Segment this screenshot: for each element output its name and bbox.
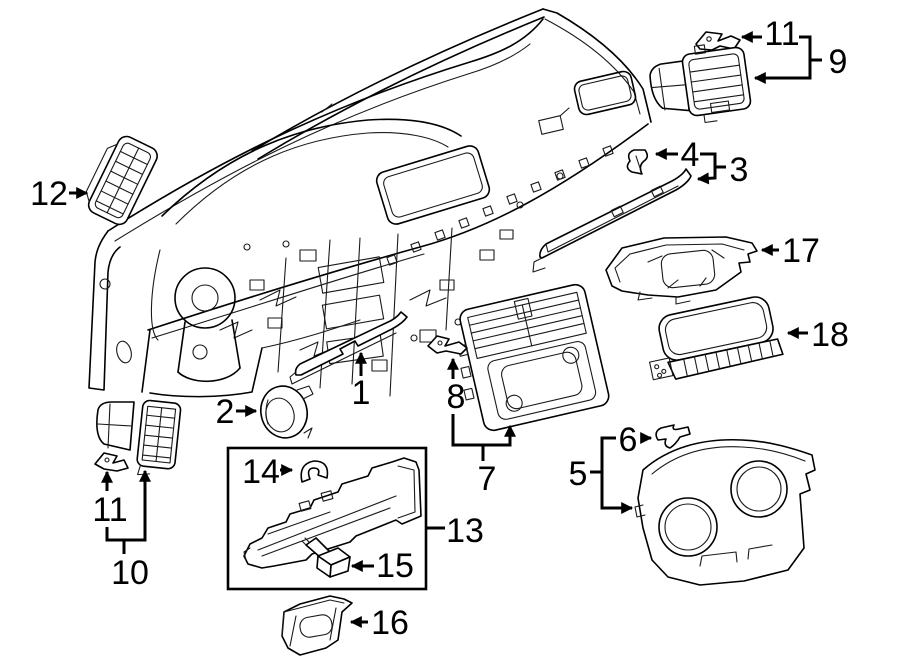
callout-5-label: 5 (569, 455, 588, 493)
part-16-storage-tray (281, 595, 353, 656)
part-13-lower-panel (243, 457, 422, 569)
callout-18-label: 18 (811, 316, 849, 354)
callout-3-label: 3 (730, 151, 749, 189)
callout-13-label: 13 (446, 512, 484, 550)
callout-6-label: 6 (619, 421, 638, 459)
part-3-trim-strip (532, 168, 692, 273)
callout-12-label: 12 (30, 175, 68, 213)
callout-17-label: 17 (782, 232, 820, 270)
part-12-defroster-vent (85, 135, 158, 226)
callout-arrows (69, 31, 822, 628)
dash-square-holes (386, 145, 614, 266)
part-14-clip (300, 460, 329, 483)
dashboard-body (88, 8, 652, 398)
part-6-clip (655, 424, 691, 449)
part-10-vent-assembly (96, 399, 182, 476)
callout-9-label: 9 (829, 43, 848, 81)
part-2-ring-bezel (260, 385, 314, 439)
part-4-clip (626, 149, 649, 175)
part-7-center-vent-panel (457, 283, 610, 432)
callout-1-label: 1 (352, 374, 371, 412)
callout-15-label: 15 (376, 547, 414, 585)
part-18-airbag-module (649, 296, 784, 381)
parts-group-box-13 (226, 446, 428, 591)
callout-2-label: 2 (216, 393, 235, 431)
callout-14-label: 14 (242, 453, 280, 491)
bracket-9 (753, 35, 812, 84)
callout-11-bottom-label: 11 (92, 491, 127, 529)
callout-4-label: 4 (681, 136, 700, 174)
part-1-trim-strip (289, 311, 408, 385)
bracket-10 (105, 469, 151, 542)
part-9-air-vent (649, 44, 752, 124)
callout-labels: 12 11 9 4 3 17 18 1 2 8 7 13 14 15 16 11… (30, 15, 849, 642)
dash-steering-area (141, 249, 361, 398)
part-5-cluster-bezel (634, 438, 816, 586)
part-11-clip-top (695, 31, 741, 51)
part-8-clip (427, 335, 468, 355)
callout-16-label: 16 (371, 604, 409, 642)
part-17-tray-panel (605, 236, 758, 305)
part-11-clip-bottom (94, 452, 129, 472)
callout-10-label: 10 (111, 554, 149, 592)
part-15-push-pin (301, 537, 351, 578)
callout-11-top-label: 11 (764, 15, 799, 53)
bracket-3 (696, 152, 717, 185)
callout-7-label: 7 (478, 460, 497, 498)
callout-8-label: 8 (447, 378, 466, 416)
